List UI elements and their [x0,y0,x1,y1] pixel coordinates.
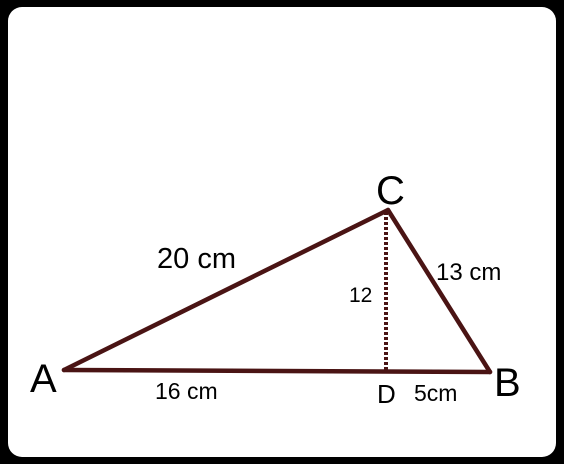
vertex-label-c: C [376,169,405,213]
altitude-label-cd: 12 [349,284,372,307]
vertex-label-b: B [494,361,521,405]
side-cb [385,207,493,375]
side-ac [61,207,391,373]
diagram-canvas [8,7,556,457]
side-label-db: 5cm [414,380,457,406]
side-label-ac: 20 cm [157,243,236,275]
side-label-cb: 13 cm [436,259,501,286]
side-ab [61,367,493,375]
vertex-label-d: D [377,379,396,409]
side-label-ad: 16 cm [155,378,218,404]
vertex-label-a: A [30,357,57,401]
